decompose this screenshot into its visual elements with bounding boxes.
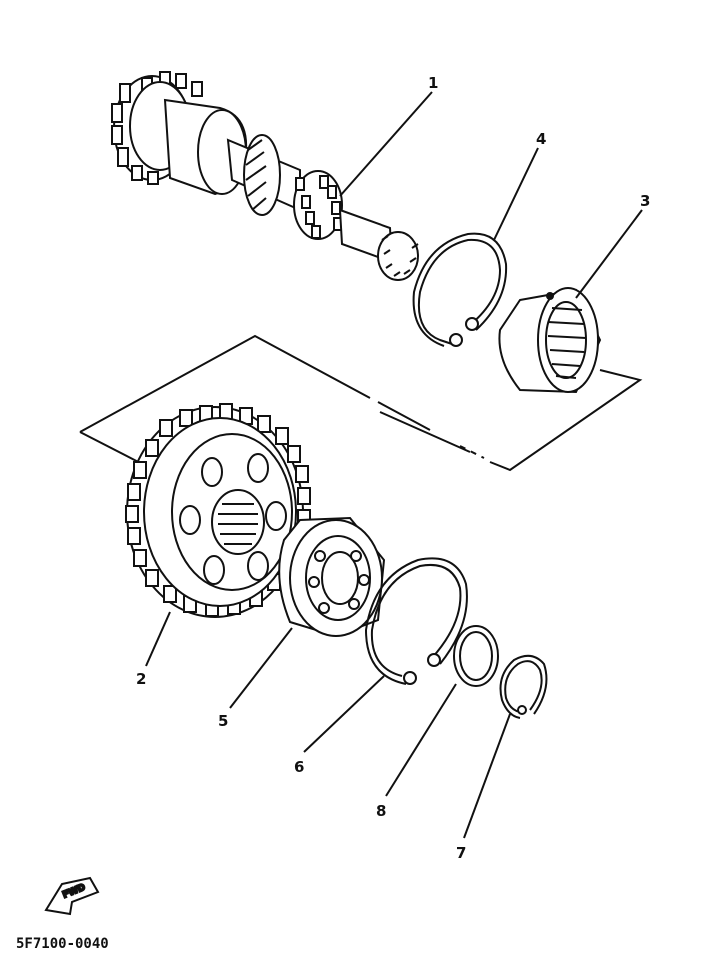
part-1-shaft — [111, 71, 419, 281]
callout-1: 1 — [428, 74, 438, 92]
callout-4: 4 — [536, 130, 546, 148]
part-3-needle-bearing — [498, 287, 602, 394]
fwd-direction-arrow: FWD — [44, 876, 100, 916]
callout-8: 8 — [376, 802, 386, 820]
part-8-washer — [453, 625, 499, 687]
part-2-large-gear — [125, 403, 311, 618]
shaft-spline-end — [377, 231, 419, 281]
drawing-code: 5F7100-0040 — [16, 936, 109, 952]
assembly-outline — [79, 334, 643, 472]
callout-5: 5 — [218, 712, 228, 730]
leader-lines — [145, 91, 643, 839]
part-5-ball-bearing — [278, 516, 386, 638]
part-6-circlip — [364, 557, 468, 685]
callout-6: 6 — [294, 758, 304, 776]
callout-3: 3 — [640, 192, 650, 210]
callout-labels: 1 4 3 2 5 6 8 7 — [136, 74, 650, 862]
callout-7: 7 — [456, 844, 466, 862]
callout-2: 2 — [136, 670, 146, 688]
shaft-helical-gear — [243, 134, 281, 216]
shaft-small-gear — [293, 170, 343, 240]
part-7-small-circlip — [499, 654, 548, 719]
part-4-circlip — [412, 232, 508, 347]
